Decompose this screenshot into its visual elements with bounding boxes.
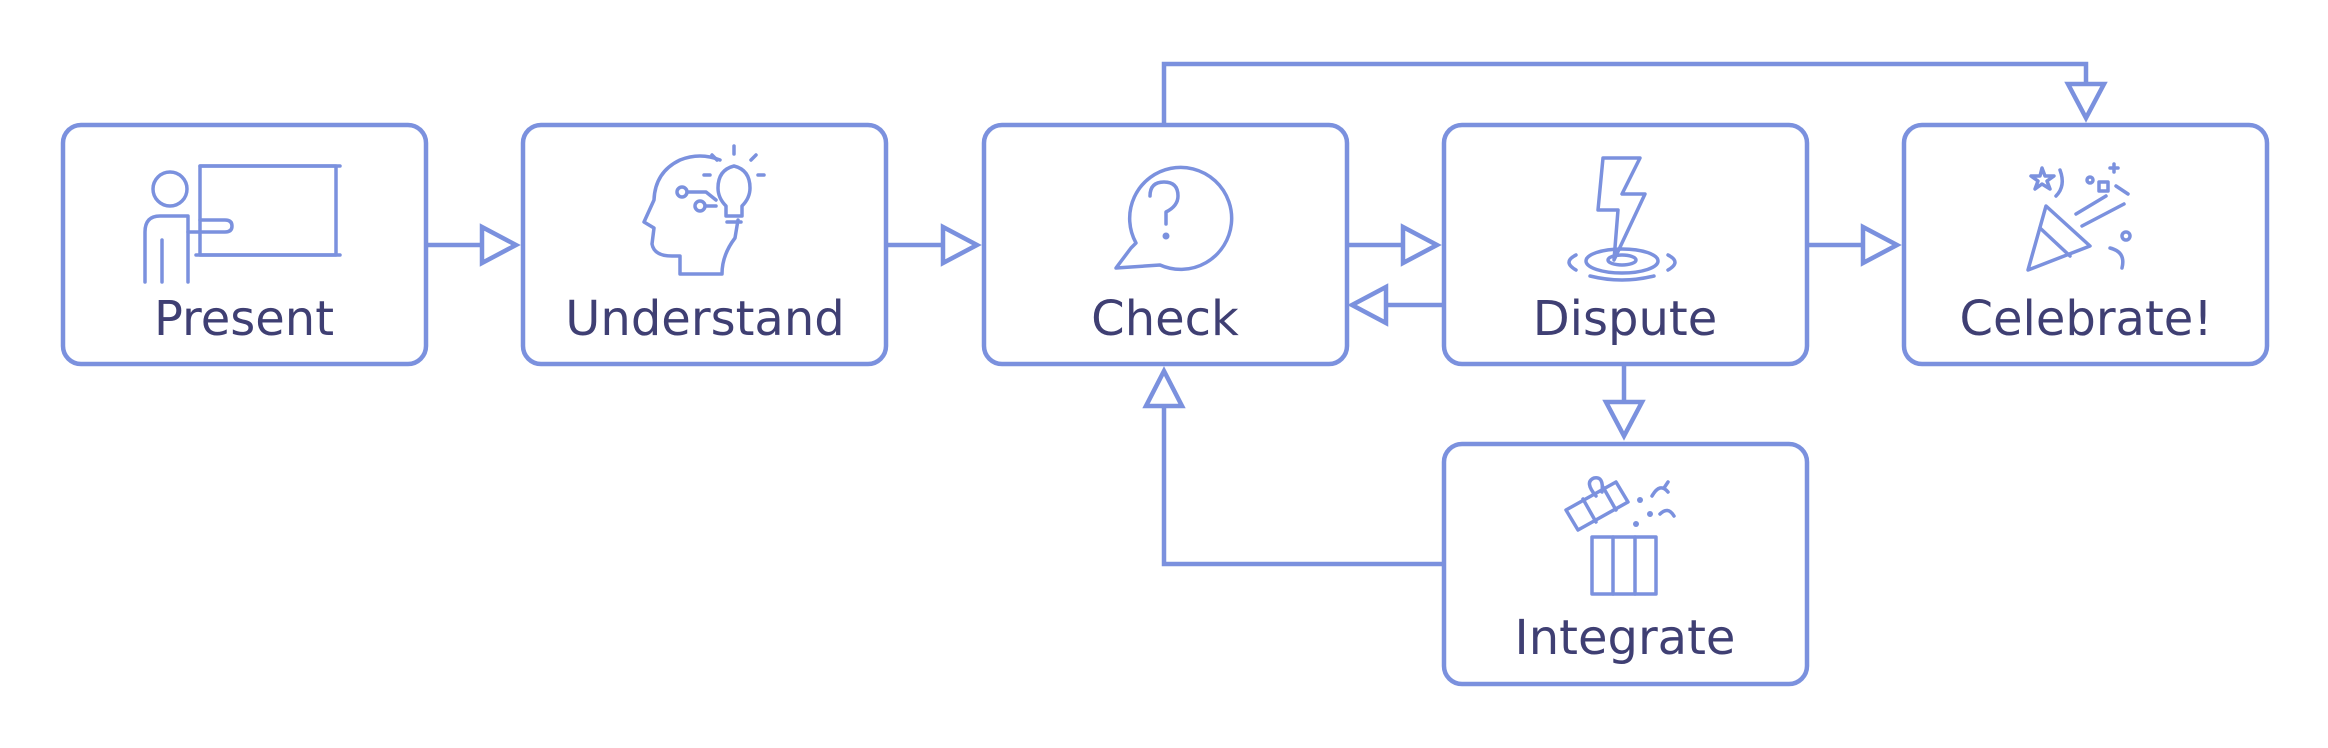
step-label-understand: Understand [565, 291, 844, 347]
step-label-dispute: Dispute [1533, 291, 1718, 347]
connector-present-understand [428, 223, 521, 267]
step-understand: Understand [520, 122, 889, 367]
head-lightbulb-icon [642, 144, 766, 276]
step-label-integrate: Integrate [1515, 610, 1736, 666]
gift-box-icon [1564, 476, 1676, 596]
connector-integrate-check [1142, 366, 1444, 567]
step-label-check: Check [1091, 291, 1239, 347]
step-label-celebrate: Celebrate! [1959, 291, 2212, 347]
connectors [428, 61, 2108, 567]
step-label-present: Present [154, 291, 334, 347]
connector-check-celebrate [1161, 61, 2108, 123]
connector-understand-check [888, 223, 982, 267]
step-celebrate: Celebrate! [1901, 122, 2270, 367]
step-integrate: Integrate [1441, 441, 1810, 687]
connector-dispute-check [1347, 283, 1444, 327]
party-popper-icon [2026, 162, 2132, 272]
connector-dispute-integrate [1602, 366, 1646, 441]
question-bubble-icon [1114, 165, 1234, 272]
step-check: Check [981, 122, 1350, 367]
step-dispute: Dispute [1441, 122, 1810, 367]
lightning-ripple-icon [1567, 156, 1677, 282]
connector-check-dispute [1348, 223, 1442, 267]
connector-dispute-celebrate [1808, 223, 1902, 267]
presentation-board-icon [143, 164, 342, 284]
step-present: Present [60, 122, 429, 367]
